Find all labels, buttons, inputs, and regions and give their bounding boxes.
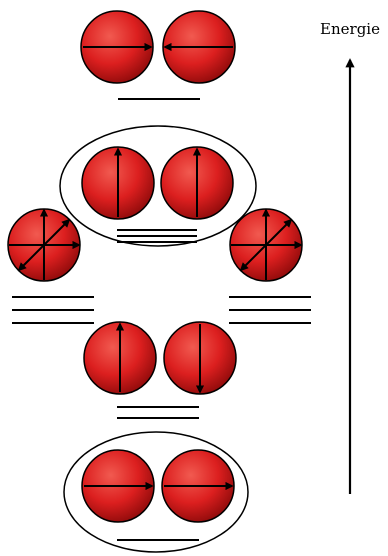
state-antiparallel-vertical — [84, 322, 236, 418]
state-parallel-vertical-enclosed — [60, 126, 256, 246]
state-top-antiparallel — [81, 11, 235, 99]
energy-axis-label: Energie — [310, 20, 388, 38]
state-right-multidirectional — [229, 209, 311, 323]
state-parallel-horizontal-enclosed — [64, 432, 248, 552]
state-left-multidirectional — [8, 209, 94, 323]
